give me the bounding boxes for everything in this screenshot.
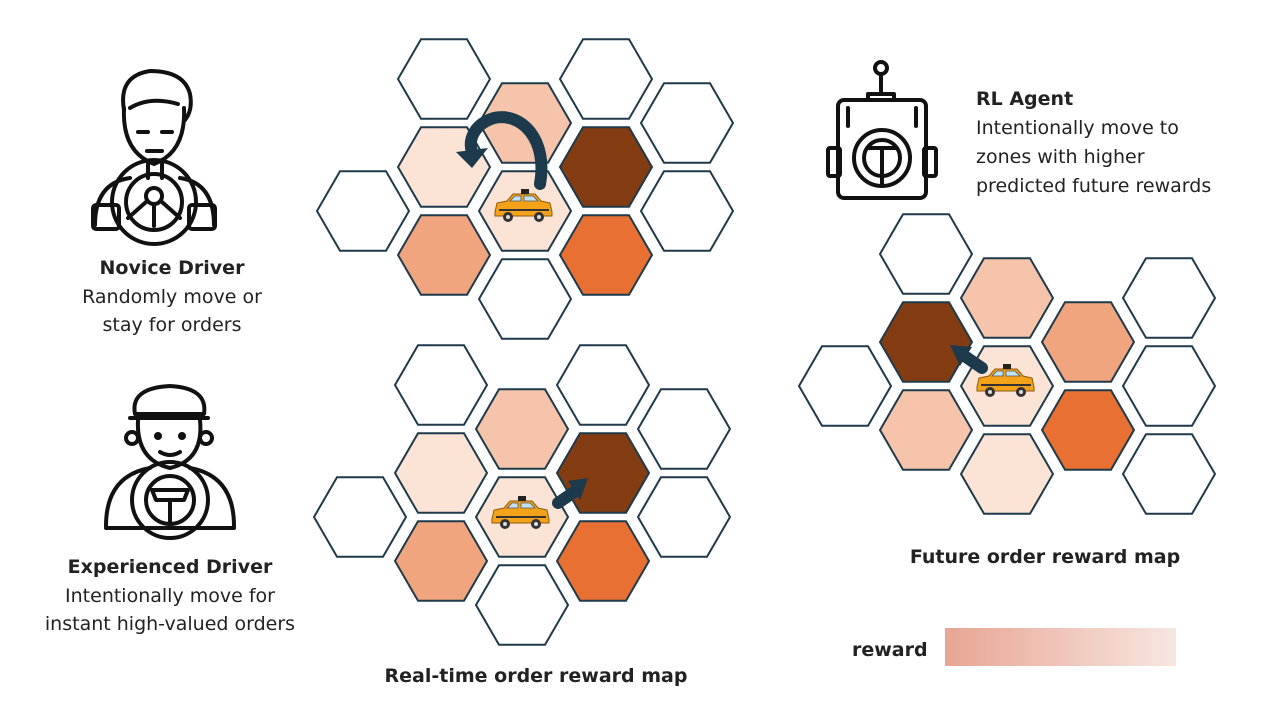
hex-cell [1121,433,1217,515]
hex-cell [878,389,974,471]
hex-cell [393,432,489,514]
hex-cell [477,258,573,340]
hex-cell [1121,345,1217,427]
novice-driver-title: Novice Driver [100,257,246,279]
legend-label: reward [852,639,928,661]
rl-agent-desc-line2: zones with higher [976,146,1145,168]
hex-cell [558,126,654,208]
hex-cell [1121,257,1217,339]
experienced-driver-icon [104,384,236,540]
hex-cell [878,301,974,383]
hex-cell [312,476,408,558]
rl-agent-desc-line1: Intentionally move to [976,117,1179,139]
experienced-driver-desc-line2: instant high-valued orders [45,613,295,635]
hex-cell [555,344,651,426]
hex-cell [555,520,651,602]
experienced-reward-map [312,344,732,646]
hex-cell [396,38,492,120]
novice-driver-icon [91,69,217,246]
novice-driver-desc-line2: stay for orders [102,314,241,336]
novice-driver-desc-line1: Randomly move or [82,286,262,308]
rl-agent-title: RL Agent [976,88,1073,110]
future-map-label: Future order reward map [910,546,1180,568]
hex-cell [959,433,1055,515]
novice-reward-map [315,38,735,340]
hex-cell [959,257,1055,339]
hex-cell [474,388,570,470]
hex-cell [639,82,735,164]
hex-cell [639,170,735,252]
straight-arrow-icon [950,345,988,374]
experienced-driver-title: Experienced Driver [68,556,273,578]
hex-cell [393,344,489,426]
hex-cell [396,214,492,296]
straight-arrow-icon [552,478,588,509]
hex-cell [315,170,411,252]
rl-agent-robot-icon [826,60,938,200]
hex-cell [1040,389,1136,471]
hex-cell [636,388,732,470]
realtime-map-label: Real-time order reward map [385,665,688,687]
hex-cell [636,476,732,558]
curved-arrow-icon [456,111,548,190]
reward-legend-gradient [945,628,1176,666]
hex-cell [1040,301,1136,383]
hex-cell [558,214,654,296]
experienced-driver-desc-line1: Intentionally move for [65,585,275,607]
rl-agent-desc-line3: predicted future rewards [976,175,1211,197]
hex-cell [558,38,654,120]
hex-cell [474,564,570,646]
hex-cell [393,520,489,602]
hex-cell [878,213,974,295]
hex-cell [797,345,893,427]
